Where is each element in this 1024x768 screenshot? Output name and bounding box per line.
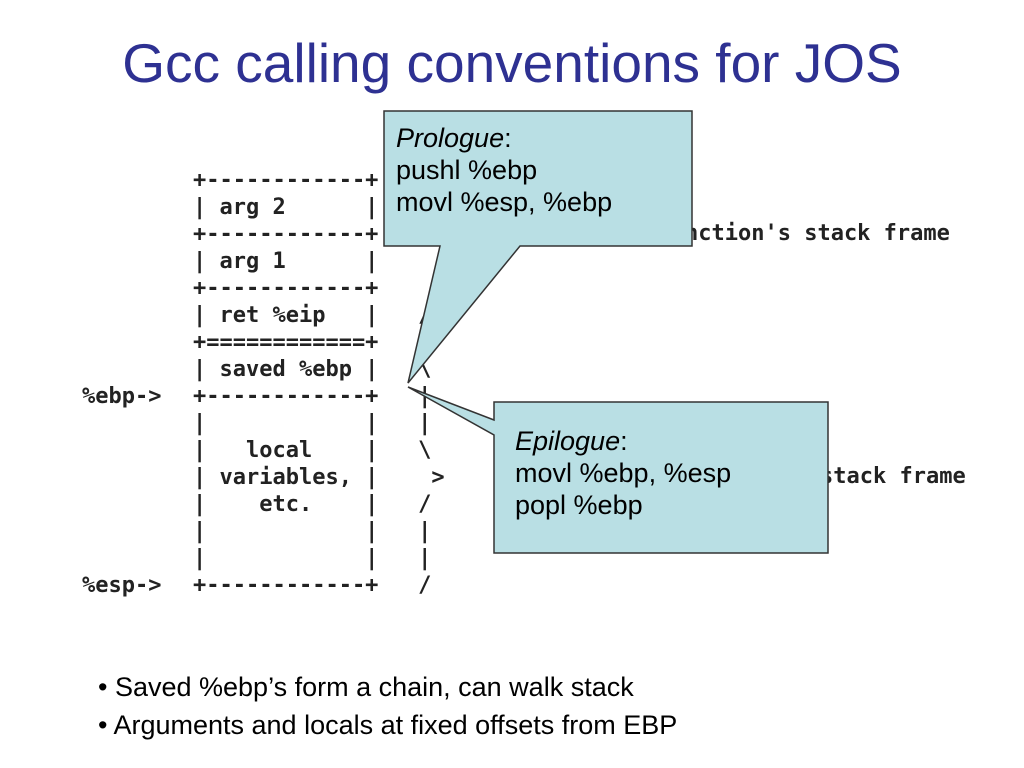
prologue-line-1: pushl %ebp xyxy=(396,155,538,185)
diagram-line: | | | xyxy=(193,546,432,571)
esp-marker: %esp-> xyxy=(82,573,162,598)
diagram-line: | arg 1 | xyxy=(193,249,379,274)
epilogue-heading: Epilogue xyxy=(515,426,621,456)
epilogue-line-1: movl %ebp, %esp xyxy=(515,458,732,488)
bullet-list: • Saved %ebp’s form a chain, can walk st… xyxy=(98,668,677,744)
diagram-line: | | | xyxy=(193,519,432,544)
epilogue-callout-box xyxy=(407,386,829,554)
diagram-line: | variables, | > xyxy=(193,465,445,490)
prologue-line-2: movl %esp, %ebp xyxy=(396,187,613,217)
ebp-marker: %ebp-> xyxy=(82,384,162,409)
prologue-callout-box xyxy=(383,110,693,384)
frame-label-callee: stack frame xyxy=(820,464,966,489)
slide-title: Gcc calling conventions for JOS xyxy=(122,32,902,94)
diagram-line: | etc. | / xyxy=(193,492,432,517)
prologue-heading: Prologue xyxy=(396,123,505,153)
diagram-line: +============+ xyxy=(193,330,379,355)
diagram-line: +------------+ xyxy=(193,168,379,193)
diagram-line: | local | \ xyxy=(193,438,432,463)
bullet-item: • Saved %ebp’s form a chain, can walk st… xyxy=(98,672,634,702)
diagram-line: | saved %ebp | \ xyxy=(193,357,432,382)
diagram-line: +------------+ xyxy=(193,222,379,247)
diagram-line: +------------+ / xyxy=(193,573,432,598)
diagram-line: | | | xyxy=(193,411,432,436)
epilogue-callout-text: Epilogue: movl %ebp, %esp popl %ebp xyxy=(515,426,732,520)
prologue-callout-text: Prologue: pushl %ebp movl %esp, %ebp xyxy=(396,123,613,217)
diagram-line: | arg 2 | xyxy=(193,195,379,220)
epilogue-line-2: popl %ebp xyxy=(515,490,643,520)
frame-label-caller: nction's stack frame xyxy=(685,221,950,246)
bullet-item: • Arguments and locals at fixed offsets … xyxy=(98,710,678,740)
diagram-line: +------------+ xyxy=(193,276,379,301)
